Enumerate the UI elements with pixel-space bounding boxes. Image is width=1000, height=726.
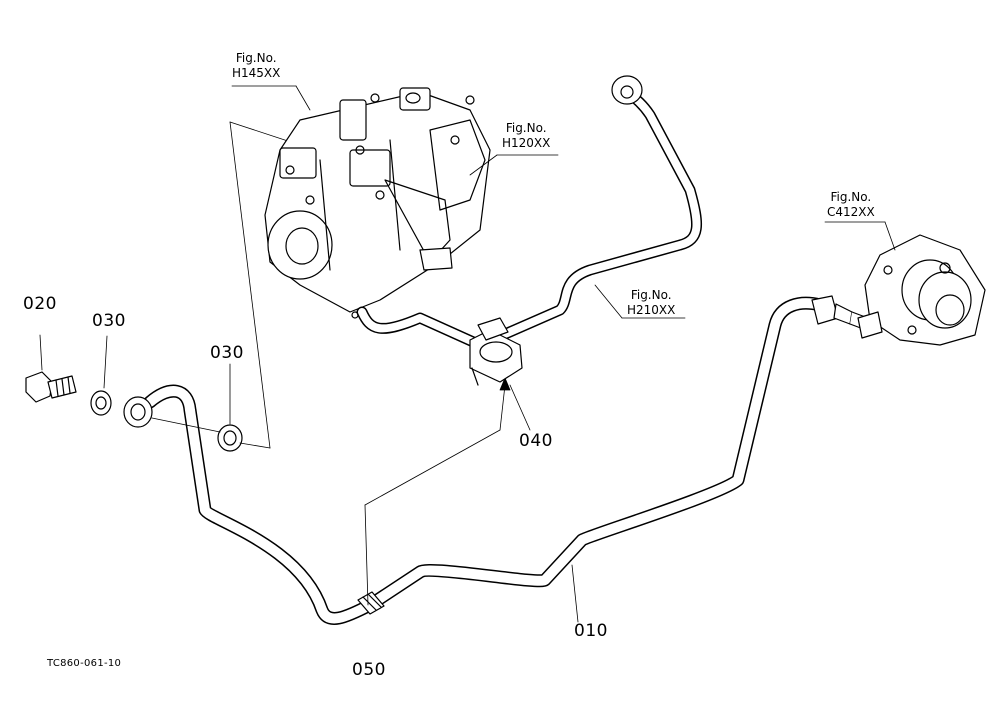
- part-label-020: 020: [23, 294, 57, 314]
- fig-ref-h145-title: Fig.No.: [235, 51, 277, 65]
- part-label-030-left: 030: [92, 311, 126, 331]
- part-label-030-right: 030: [210, 343, 244, 363]
- washer-030-right: [218, 364, 242, 451]
- fig-ref-c412: Fig.No. C412XX: [827, 190, 875, 220]
- fig-ref-h145: Fig.No. H145XX: [232, 51, 280, 81]
- fig-ref-h210-code: H210XX: [627, 303, 676, 317]
- part-label-040: 040: [519, 431, 553, 451]
- fig-ref-h120: Fig.No. H120XX: [502, 121, 550, 151]
- fig-ref-h210-title: Fig.No.: [630, 288, 672, 302]
- drawing-code: TC860-061-10: [47, 658, 122, 669]
- fig-ref-c412-title: Fig.No.: [830, 190, 872, 204]
- pipe-h210: [362, 76, 697, 345]
- part-label-010: 010: [574, 621, 608, 641]
- fig-ref-c412-code: C412XX: [827, 205, 875, 219]
- washer-030-left: [91, 336, 111, 415]
- assembly-lines: [152, 122, 510, 605]
- fig-ref-h210: Fig.No. H210XX: [627, 288, 675, 318]
- fig-ref-h120-title: Fig.No.: [505, 121, 547, 135]
- clamp-040: [470, 318, 522, 385]
- banjo-bolt-020: [26, 335, 76, 402]
- banjo-eye: [124, 397, 152, 427]
- component-c412: [858, 235, 985, 345]
- hydraulic-pump: [265, 88, 490, 318]
- figure-leaders: [232, 86, 895, 622]
- fig-ref-h145-code: H145XX: [232, 66, 281, 80]
- part-label-050: 050: [352, 660, 386, 680]
- delivery-pipe-010: [150, 303, 820, 618]
- fig-ref-h120-code: H120XX: [502, 136, 551, 150]
